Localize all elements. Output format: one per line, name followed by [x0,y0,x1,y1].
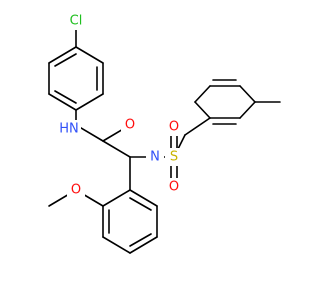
molecule-diagram: Cl HN O N S O O O [48,12,281,254]
bond [54,90,77,104]
amide-nitrogen-label: HN [59,122,79,137]
chlorine-atom-label: Cl [70,14,83,29]
sulfur-atom-label: S [170,150,178,165]
bond [48,46,77,64]
bond [75,93,104,111]
atom-labels: Cl HN O N S O O O [57,12,183,199]
bond [102,189,131,207]
bond [102,140,131,158]
bond [184,117,211,136]
carbonyl-oxygen-label: O [125,118,135,133]
bond [239,101,256,119]
bond [129,233,152,247]
sulfonamide-nitrogen-label: N [150,150,160,165]
bond [194,101,211,119]
bond [194,85,211,103]
sulfonyl-oxygen-label: O [169,120,179,135]
methoxy-oxygen-label: O [71,183,81,198]
bond [48,93,77,111]
bond [75,46,104,64]
bond [129,236,158,254]
bond [54,53,77,67]
bond [239,85,256,103]
bond [129,189,158,207]
bond [102,236,131,254]
bonds [48,21,281,254]
bond [129,197,152,211]
sulfonyl-oxygen-label: O [169,180,179,195]
